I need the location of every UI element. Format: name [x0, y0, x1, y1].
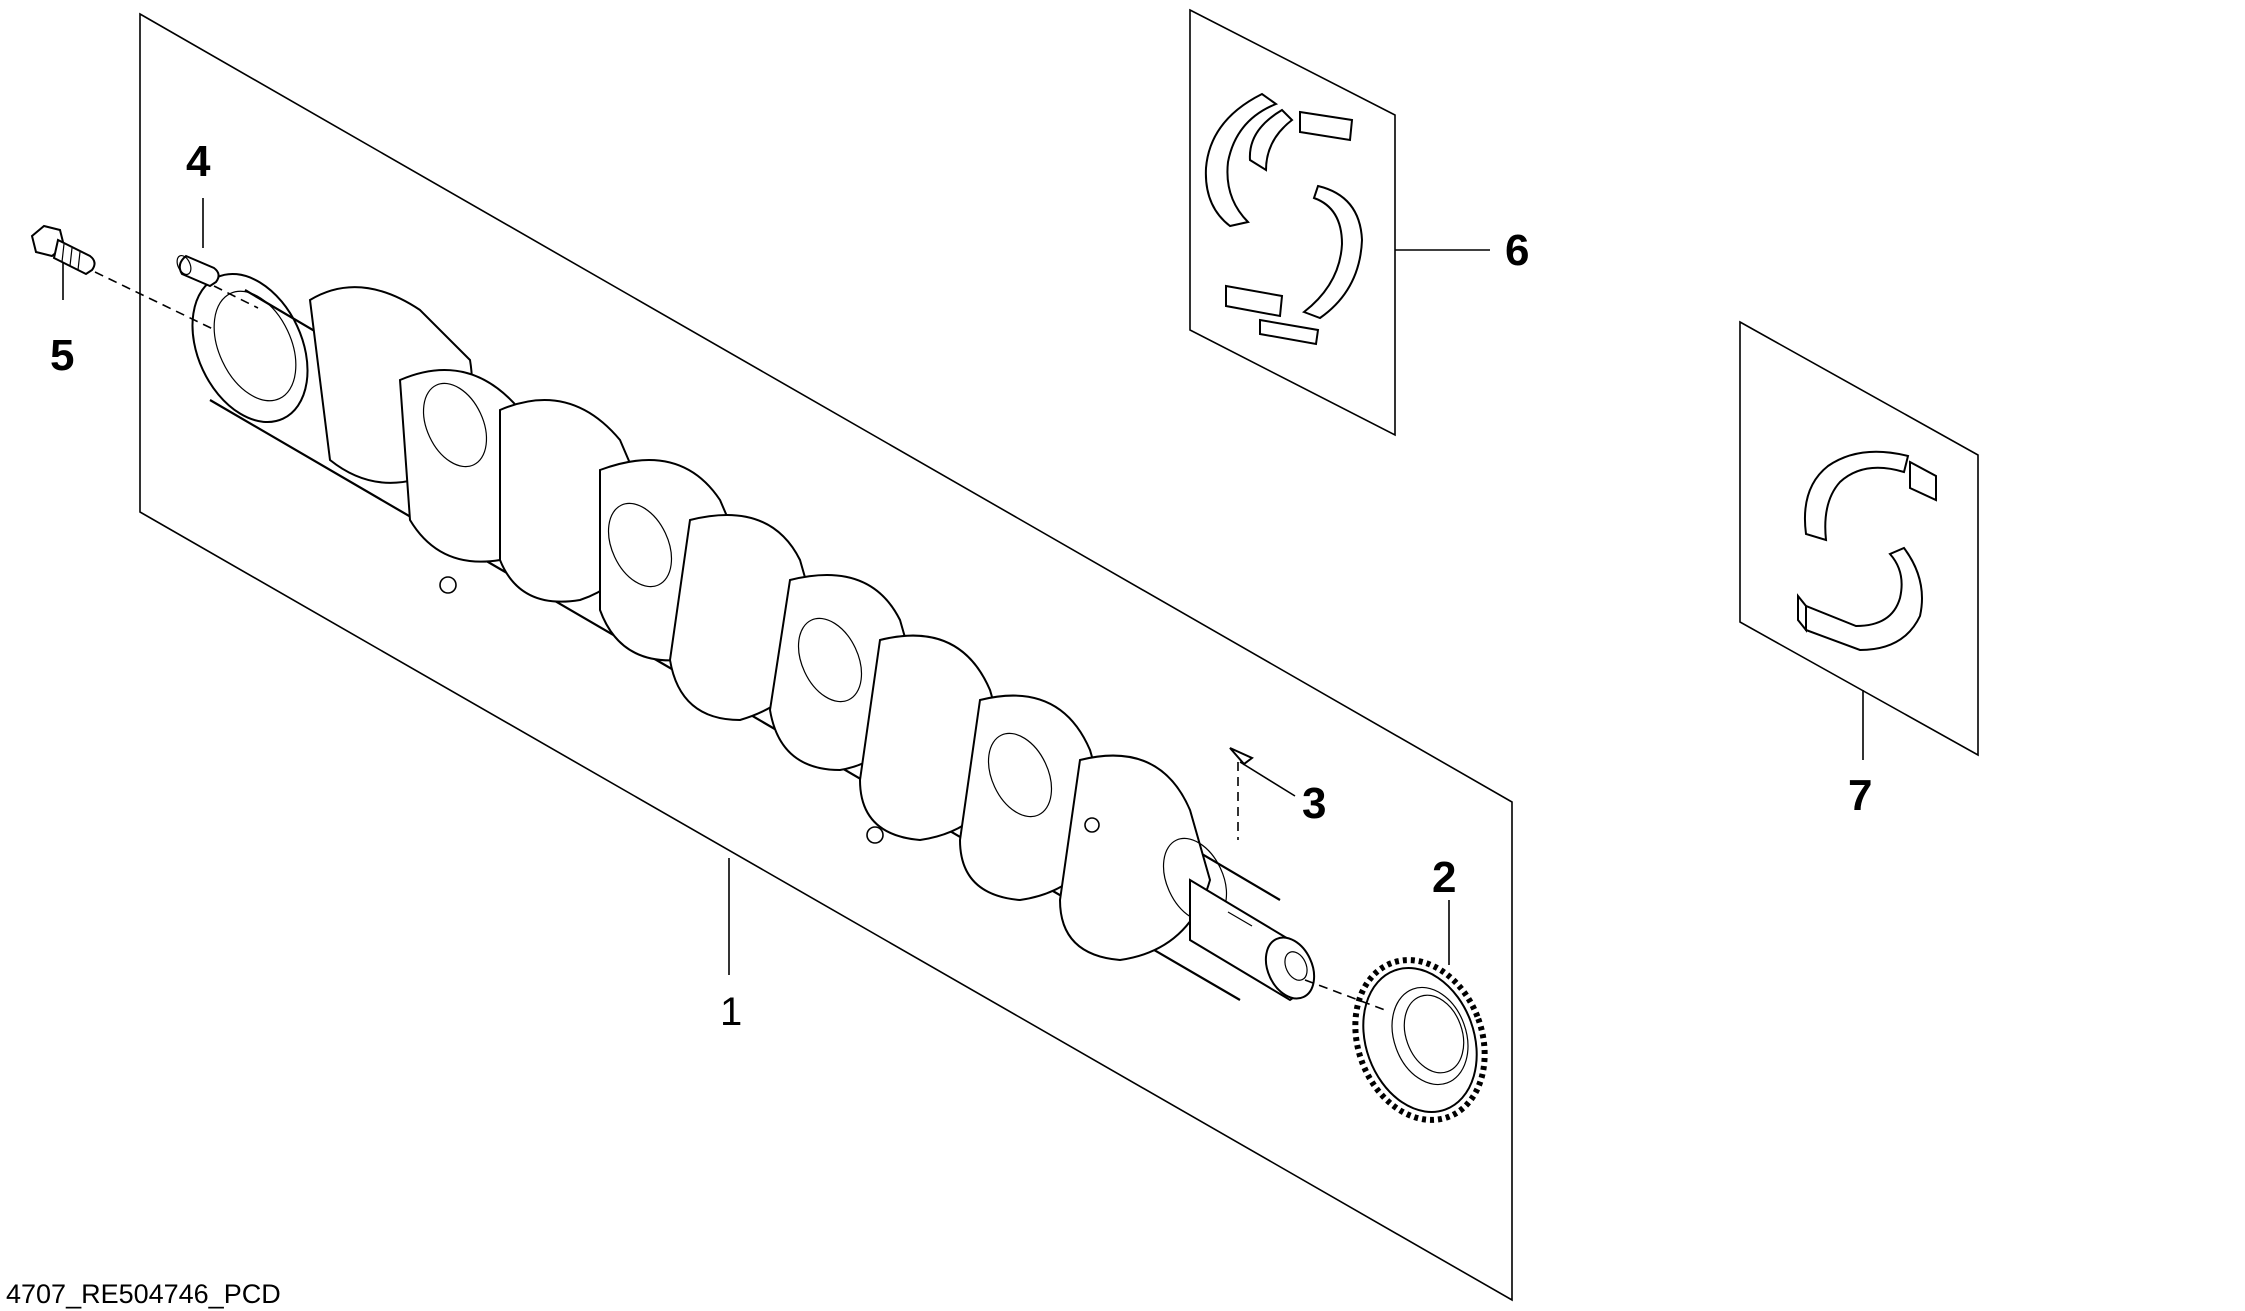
- callout-4: 4: [186, 137, 211, 186]
- callout-3: 3: [1302, 779, 1326, 828]
- leader-3: [1239, 761, 1296, 797]
- drawing-id-label: 4707_RE504746_PCD: [6, 1279, 281, 1309]
- dowel-pin-drawing: [176, 254, 220, 288]
- gear-drawing: [1352, 957, 1488, 1123]
- main-bearing-panel-outline: [1189, 8, 1396, 437]
- bolt-leader-dashed: [94, 271, 216, 331]
- callout-1: 1: [720, 990, 742, 1034]
- main-bearing-drawing: [1204, 92, 1364, 346]
- callout-6: 6: [1505, 226, 1529, 275]
- callout-leaders: [62, 198, 1864, 975]
- thrust-bearing-panel-outline: [1739, 320, 1979, 757]
- thrust-bearing-drawing: [1797, 450, 1937, 652]
- bolt-drawing: [30, 224, 96, 276]
- callout-7: 7: [1848, 771, 1872, 820]
- crankshaft-panel-outline: [139, 12, 1513, 1302]
- callout-5: 5: [50, 331, 74, 380]
- dowel-leader-dashed: [213, 285, 259, 309]
- crankshaft-drawing: [191, 272, 1316, 1002]
- key-drawing: [1229, 747, 1254, 766]
- callout-2: 2: [1432, 853, 1456, 902]
